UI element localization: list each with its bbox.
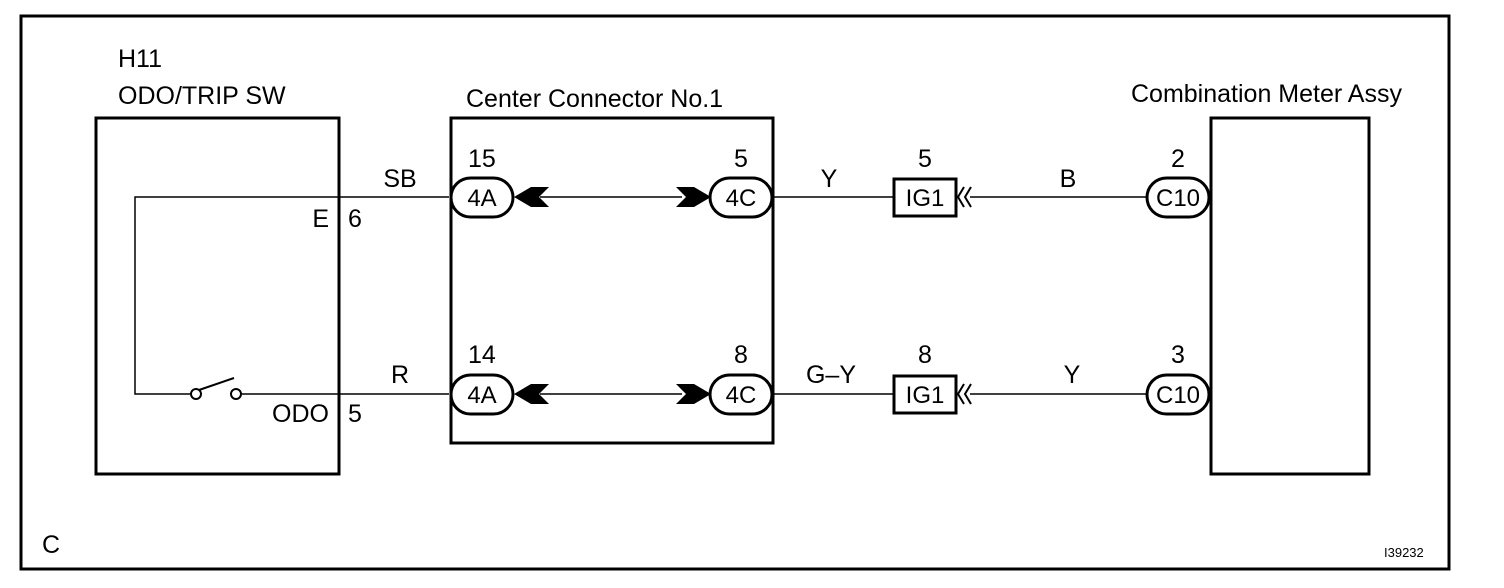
connector-plug <box>449 373 515 416</box>
wire-color-label: SB <box>383 165 416 193</box>
switch-pin-number: 5 <box>348 400 362 428</box>
diagram-frame <box>19 14 1451 571</box>
connector-plug <box>708 373 774 416</box>
junction-code: IG1 <box>906 185 945 212</box>
switch-terminal-name: E <box>312 205 329 233</box>
junction-connector <box>892 374 958 415</box>
center-connector-label: Center Connector No.1 <box>466 85 723 113</box>
female-terminal-arrow <box>514 384 549 404</box>
switch-pin-number: 6 <box>348 205 362 233</box>
connector-plug <box>449 176 515 219</box>
lower-circuit: ODO 5 R 4A 14 4C 8 G–Y IG1 8 Y C10 3 <box>272 341 1211 428</box>
connector-pin-number: 14 <box>468 341 496 369</box>
connector-code: C10 <box>1156 382 1200 409</box>
junction-chevron <box>963 383 972 405</box>
wire-color-label: G–Y <box>806 361 856 389</box>
odo-trip-switch-box <box>94 116 341 476</box>
connector-code: 4A <box>467 185 496 212</box>
junction-pin-number: 5 <box>918 145 932 173</box>
wire-color-label: B <box>1060 165 1077 193</box>
junction-chevron <box>963 186 972 208</box>
switch-name-label: ODO/TRIP SW <box>118 82 286 110</box>
junction-chevron <box>956 186 965 208</box>
switch-code-label: H11 <box>118 45 162 73</box>
wire-color-label: R <box>391 361 409 389</box>
connector-pin-number: 2 <box>1171 145 1185 173</box>
wire-color-label: Y <box>821 165 838 193</box>
connector-code: 4A <box>467 382 496 409</box>
connector-pin-number: 5 <box>734 145 748 173</box>
junction-connector <box>892 177 958 218</box>
switch-internal-wire <box>134 196 340 395</box>
switch-blade <box>198 377 235 391</box>
junction-code: IG1 <box>906 382 945 409</box>
connector-pin-number: 8 <box>734 341 748 369</box>
connector-code: C10 <box>1156 185 1200 212</box>
connector-plug <box>1145 373 1211 416</box>
connector-plug <box>1145 176 1211 219</box>
switch-contact-left <box>190 388 202 400</box>
male-terminal-arrow <box>676 187 711 207</box>
female-terminal-arrow <box>514 187 549 207</box>
connector-code: 4C <box>726 185 757 212</box>
switch-contact-right <box>230 388 242 400</box>
connector-plug <box>708 176 774 219</box>
switch-terminal-name: ODO <box>272 400 329 428</box>
junction-chevron <box>956 383 965 405</box>
corner-letter: C <box>42 531 60 559</box>
junction-pin-number: 8 <box>918 341 932 369</box>
connector-pin-number: 15 <box>468 145 496 173</box>
combination-meter-box <box>1209 116 1371 476</box>
center-connector-box <box>449 116 775 445</box>
upper-circuit: E 6 SB 4A 15 4C 5 Y IG1 5 B C10 2 <box>312 145 1211 233</box>
wire-color-label: Y <box>1064 361 1081 389</box>
male-terminal-arrow <box>676 384 711 404</box>
combination-meter-label: Combination Meter Assy <box>1131 80 1402 108</box>
connector-code: 4C <box>726 382 757 409</box>
connector-pin-number: 3 <box>1171 341 1185 369</box>
figure-id: I39232 <box>1384 545 1424 560</box>
